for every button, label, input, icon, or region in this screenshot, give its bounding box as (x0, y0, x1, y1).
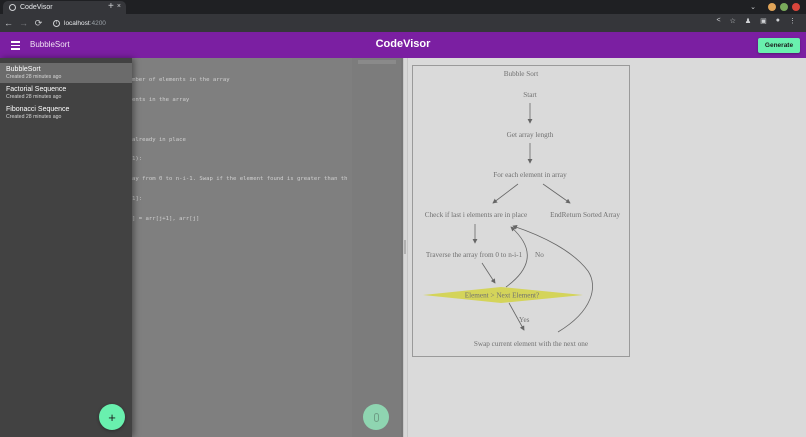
browser-tab-strip: CodeVisor × + ⌄ (0, 0, 806, 14)
sidepanel-icon[interactable]: ▣ (760, 18, 767, 25)
editor-scrollbar[interactable] (401, 58, 403, 437)
url-field[interactable]: i localhost:4200 (53, 19, 106, 27)
reload-icon[interactable]: ⟳ (34, 17, 43, 28)
split-divider[interactable] (403, 58, 408, 437)
add-project-button[interactable]: + (99, 404, 125, 430)
project-item-bubblesort[interactable]: BubbleSort Created 28 minutes ago (0, 63, 132, 83)
node-get-length: Get array length (507, 131, 554, 139)
minimize-button[interactable] (768, 3, 776, 11)
project-item-fibonacci[interactable]: Fibonacci Sequence Created 28 minutes ag… (0, 103, 132, 123)
menu-icon[interactable] (11, 41, 20, 50)
project-title: BubbleSort (6, 66, 41, 73)
code-line: mber of elements in the array (132, 77, 230, 84)
main-content: mber of elements in the array ents in th… (0, 58, 806, 437)
diagram-title: Bubble Sort (504, 70, 539, 78)
decision-diamond (423, 287, 583, 303)
back-icon[interactable]: ← (4, 18, 13, 28)
node-traverse: Traverse the array from 0 to n-i-1 (426, 251, 523, 259)
edge-label-yes: Yes (519, 316, 530, 324)
node-start: Start (523, 91, 537, 99)
maximize-button[interactable] (780, 3, 788, 11)
project-created: Created 28 minutes ago (6, 114, 62, 120)
project-title: Factorial Sequence (6, 86, 67, 93)
share-icon[interactable]: < (716, 17, 721, 24)
node-end: EndReturn Sorted Array (550, 211, 620, 219)
app-title: CodeVisor (375, 38, 431, 50)
node-compare: Element > Next Element? (465, 292, 540, 300)
info-icon[interactable]: i (53, 19, 60, 27)
node-swap: Swap current element with the next one (474, 340, 588, 348)
close-window-button[interactable] (792, 3, 800, 11)
project-item-factorial[interactable]: Factorial Sequence Created 28 minutes ag… (0, 83, 132, 103)
generate-button[interactable]: Generate (758, 38, 800, 53)
current-project-name: BubbleSort (30, 40, 70, 49)
attach-file-button[interactable] (363, 404, 389, 430)
code-line: 1): (132, 156, 143, 163)
node-check-last: Check if last i elements are in place (425, 211, 527, 219)
more-icon[interactable]: ⋮ (789, 18, 796, 25)
forward-icon[interactable]: → (19, 18, 28, 28)
code-line: ents in the array (132, 96, 190, 103)
new-tab-button[interactable]: + (108, 1, 114, 12)
flowchart-svg: Bubble Sort Start Get array length For e… (423, 70, 620, 348)
star-icon[interactable]: ☆ (729, 18, 736, 25)
browser-toolbar: < ☆ ♟ ▣ ● ⋮ (716, 17, 796, 25)
code-lines: mber of elements in the array ents in th… (132, 64, 348, 235)
url-host: localhost (64, 19, 90, 27)
profile-icon[interactable]: ● (775, 17, 780, 24)
project-title: Fibonacci Sequence (6, 106, 70, 113)
flowchart-diagram: Bubble Sort Start Get array length For e… (412, 65, 630, 357)
file-icon (373, 412, 379, 422)
tab-title: CodeVisor (20, 4, 53, 11)
editor-minimap[interactable] (352, 58, 402, 437)
edge-label-no: No (535, 251, 544, 259)
project-drawer: BubbleSort Created 28 minutes ago Factor… (0, 58, 132, 437)
window-controls: ⌄ (750, 3, 800, 11)
code-line: 1]: (132, 195, 143, 202)
tab-close-icon[interactable]: × (116, 3, 121, 10)
address-bar: ← → ⟳ i localhost:4200 < ☆ ♟ ▣ ● ⋮ (0, 14, 806, 32)
code-line: already in place (132, 136, 186, 143)
extensions-icon[interactable]: ♟ (744, 18, 752, 25)
code-line (132, 117, 348, 124)
project-created: Created 28 minutes ago (6, 94, 62, 100)
project-created: Created 28 minutes ago (6, 74, 62, 80)
globe-icon (9, 4, 16, 11)
browser-tab[interactable]: CodeVisor × (3, 1, 126, 14)
node-for-each: For each element in array (493, 171, 567, 179)
code-line: ] = arr[j+1], arr[j] (132, 215, 200, 222)
chevron-down-icon[interactable]: ⌄ (750, 4, 756, 11)
app-toolbar: BubbleSort CodeVisor Generate (0, 32, 806, 58)
code-line: ay from 0 to n-i-1. Swap if the element … (132, 176, 348, 183)
url-port: :4200 (89, 19, 106, 27)
